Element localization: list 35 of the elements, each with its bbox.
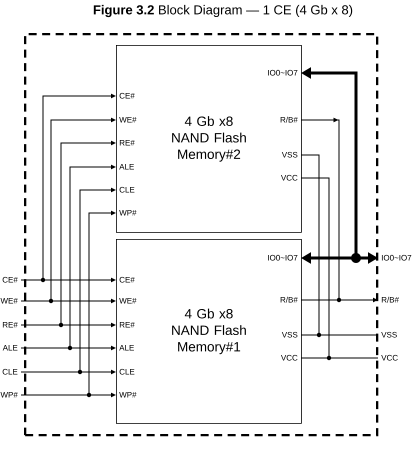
signal-label: CE# bbox=[2, 276, 18, 283]
pin-label: VSS bbox=[282, 152, 298, 158]
pin-label: CLE bbox=[120, 186, 134, 193]
figure-title: Figure 3.2 Block Diagram — 1 CE (4 Gb x 8) bbox=[94, 4, 352, 18]
pin-label: WP# bbox=[119, 210, 136, 216]
signal-label: ALE bbox=[2, 345, 18, 350]
signal-label: WE# bbox=[0, 298, 18, 304]
pin-label: ALE bbox=[119, 345, 134, 350]
dashed-outline bbox=[24, 33, 378, 436]
pin-label: WP# bbox=[119, 392, 136, 398]
pin-label: IO0~IO7 bbox=[268, 254, 298, 261]
pin-label: R/B# bbox=[280, 296, 298, 303]
pin-label: VCC bbox=[280, 354, 298, 361]
pin-label: VCC bbox=[280, 174, 298, 181]
signal-arrow bbox=[300, 118, 378, 300]
pin-label: VSS bbox=[282, 332, 298, 338]
signal-label: WP# bbox=[0, 392, 18, 398]
pin-label: RE# bbox=[120, 140, 135, 146]
pin-label: CE# bbox=[120, 92, 135, 99]
pin-label: RE# bbox=[120, 322, 135, 328]
pin-label: CE# bbox=[120, 276, 135, 283]
signal-label: RE# bbox=[2, 322, 18, 328]
signal-label: R/B# bbox=[382, 296, 399, 303]
signal-line bbox=[300, 178, 378, 358]
signal-line bbox=[300, 154, 378, 336]
signal-label: VSS bbox=[381, 332, 397, 338]
signal-label: VCC bbox=[381, 354, 398, 361]
signal-label: CLE bbox=[2, 368, 18, 375]
pin-label: WE# bbox=[119, 117, 136, 122]
pin-label: CLE bbox=[120, 368, 134, 375]
signal-label: IO0~IO7 bbox=[382, 254, 412, 261]
pin-label: R/B# bbox=[280, 116, 298, 123]
pin-label: ALE bbox=[119, 164, 134, 170]
pin-label: IO0~IO7 bbox=[268, 70, 298, 76]
pin-label: WE# bbox=[119, 298, 136, 304]
